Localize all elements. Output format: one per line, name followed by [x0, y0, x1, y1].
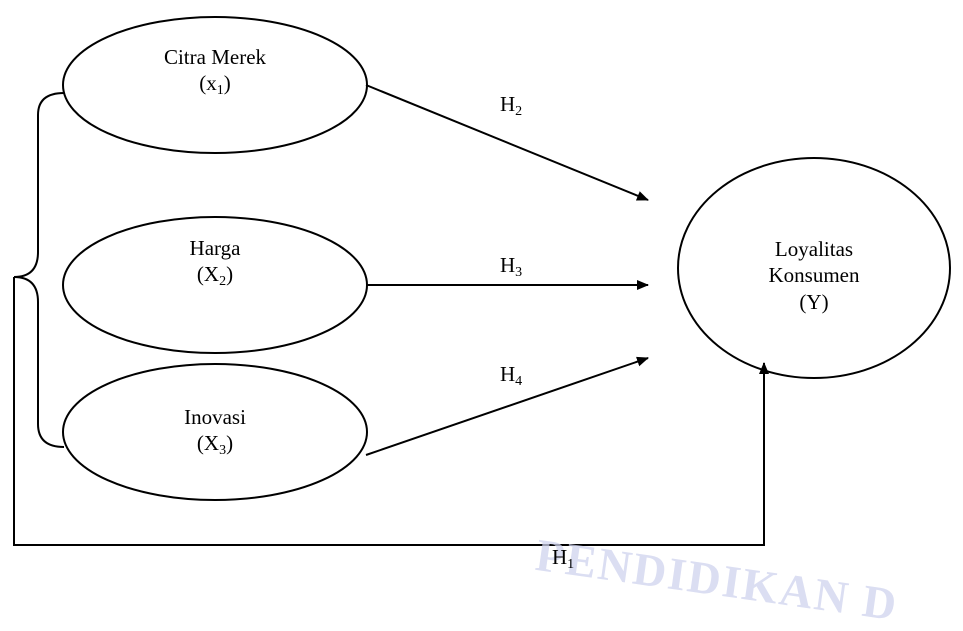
node-y-variable: (Y): [799, 289, 829, 314]
node-y-label: Loyalitas Konsumen (Y): [704, 236, 924, 315]
node-x2-variable: (X2): [196, 262, 234, 290]
node-x3-variable: (X3): [196, 431, 234, 459]
node-y-line1: Loyalitas: [774, 237, 854, 261]
arrow-h2: [365, 84, 649, 201]
hypothesis-h1-label: H1: [552, 545, 575, 572]
hypothesis-h4-label: H4: [500, 362, 523, 389]
node-x1-variable: (x1): [199, 71, 231, 99]
hypothesis-h2-label: H2: [500, 92, 523, 119]
node-x2-name: Harga: [189, 236, 241, 260]
node-x3-ellipse: [62, 363, 368, 501]
node-y-line2: Konsumen: [768, 263, 860, 288]
arrow-h1: [13, 277, 769, 546]
hypothesis-h3-label: H3: [500, 253, 523, 280]
node-x1-name: Citra Merek: [163, 45, 267, 69]
node-x2-label: Harga (X2): [105, 235, 325, 291]
node-x3-label: Inovasi (X3): [105, 404, 325, 460]
arrow-h4: [365, 356, 649, 456]
node-x1-label: Citra Merek (x1): [105, 44, 325, 100]
node-x3-name: Inovasi: [184, 405, 246, 429]
grouping-brace: [13, 92, 65, 448]
node-y-ellipse: [677, 157, 951, 379]
diagram-canvas: [13, 16, 951, 546]
